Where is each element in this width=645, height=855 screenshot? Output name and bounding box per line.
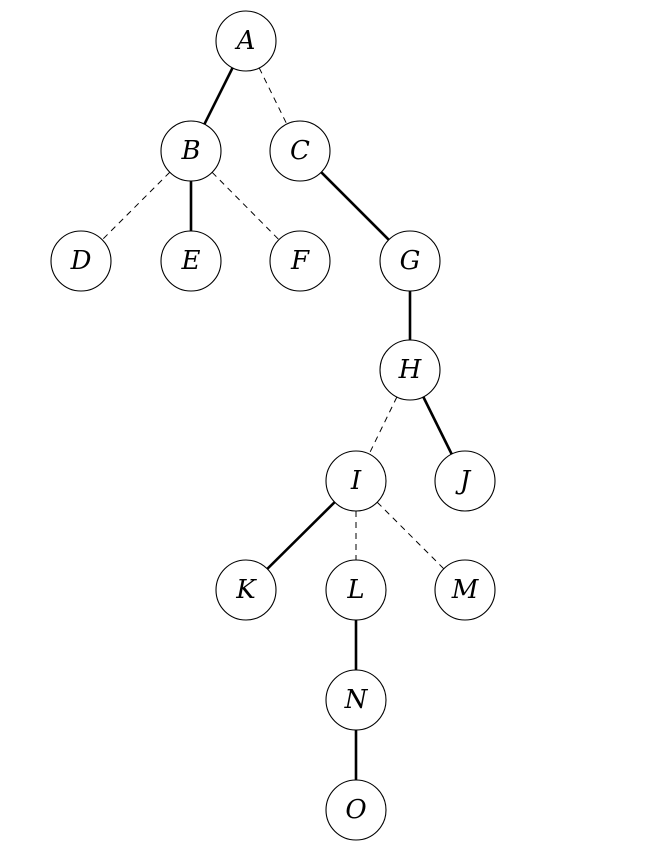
edge-b-f [211, 171, 280, 241]
node-label: H [398, 355, 423, 385]
edge-h-i [368, 396, 398, 455]
node-circle [325, 559, 387, 621]
node-label: L [346, 575, 364, 605]
edge-h-j [422, 396, 453, 455]
node-label: C [290, 136, 310, 166]
node-d: D [50, 230, 112, 292]
node-label: D [70, 246, 92, 276]
node-circle [325, 669, 387, 731]
node-label: O [345, 795, 366, 825]
node-label: G [400, 246, 421, 276]
node-j: J [434, 450, 496, 512]
node-n: N [325, 669, 387, 731]
node-b: B [160, 120, 222, 182]
edge-a-b [203, 67, 234, 125]
node-label: J [455, 466, 472, 496]
edge-i-m [376, 501, 445, 570]
edge-b-d [101, 171, 171, 241]
node-h: H [379, 339, 441, 401]
node-circle [215, 559, 277, 621]
node-circle [269, 230, 331, 292]
node-label: A [235, 26, 256, 56]
node-l: L [325, 559, 387, 621]
node-circle [160, 230, 222, 292]
node-label: M [451, 575, 480, 605]
node-circle [325, 450, 387, 512]
node-k: K [215, 559, 277, 621]
node-circle [160, 120, 222, 182]
node-circle [379, 339, 441, 401]
node-o: O [325, 779, 387, 841]
node-circle [325, 779, 387, 841]
node-circle [269, 120, 331, 182]
node-label: B [180, 136, 200, 166]
nodes-layer: A B C D E F G H I J K L M N O [50, 10, 496, 841]
node-label: K [235, 575, 257, 605]
node-c: C [269, 120, 331, 182]
edge-a-c [258, 67, 288, 125]
node-circle [434, 559, 496, 621]
node-label: E [181, 246, 201, 276]
node-e: E [160, 230, 222, 292]
edge-i-k [266, 501, 336, 570]
edges-layer [101, 67, 453, 780]
node-circle [50, 230, 112, 292]
node-label: N [344, 685, 369, 715]
node-circle [434, 450, 496, 512]
node-g: G [379, 230, 441, 292]
node-i: I [325, 450, 387, 512]
node-circle [215, 10, 277, 72]
node-a: A [215, 10, 277, 72]
node-circle [379, 230, 441, 292]
edge-c-g [320, 171, 390, 241]
node-label: F [290, 246, 310, 276]
node-f: F [269, 230, 331, 292]
node-label: I [350, 466, 362, 496]
node-m: M [434, 559, 496, 621]
